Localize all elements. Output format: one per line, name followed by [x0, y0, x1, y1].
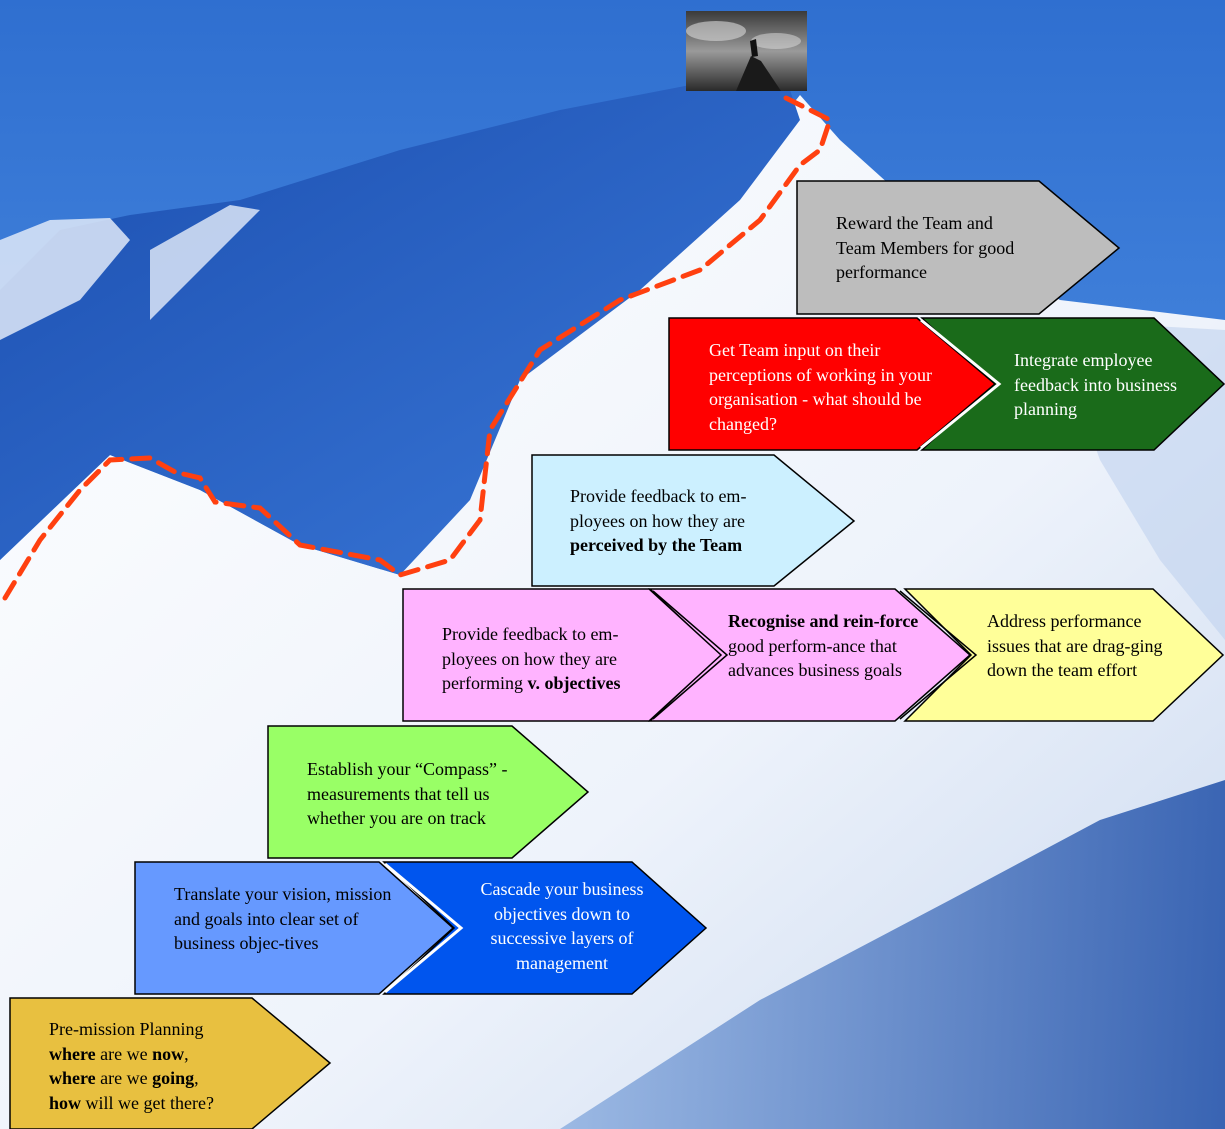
premission-line-1: where are we now,: [49, 1043, 189, 1064]
step-compass-arrow: Establish your “Compass” - measurements …: [267, 725, 592, 860]
step-cascade-arrow: Cascade your business objectives down to…: [382, 861, 710, 996]
perceived-text: Provide feedback to em-ployees on how th…: [570, 486, 747, 531]
step-objectives-label: Provide feedback to em-ployees on how th…: [442, 622, 662, 696]
objectives-text: Provide feedback to em-ployees on how th…: [442, 624, 619, 693]
step-integrate-label: Integrate employee feedback into busines…: [1014, 350, 1177, 419]
step-objectives-arrow: Provide feedback to em-ployees on how th…: [402, 588, 733, 723]
step-integrate-arrow: Integrate employee feedback into busines…: [920, 317, 1225, 452]
step-compass-label: Establish your “Compass” - measurements …: [307, 759, 508, 828]
step-recognise-arrow: Recognise and rein-force good perform-an…: [648, 588, 980, 723]
step-perceived-label: Provide feedback to em-ployees on how th…: [570, 484, 790, 558]
step-reward-label: Reward the Team and Team Members for goo…: [836, 213, 1015, 282]
perceived-bold: perceived by the Team: [570, 535, 743, 555]
step-address-arrow: Address performance issues that are drag…: [903, 588, 1225, 723]
recognise-bold: Recognise and rein-force: [728, 611, 919, 631]
recognise-text: good perform-ance that advances business…: [728, 635, 902, 681]
step-recognise-label: Recognise and rein-force good perform-an…: [728, 609, 928, 683]
premission-line-3: how will we get there?: [49, 1092, 214, 1113]
premission-title: Pre-mission Planning: [49, 1019, 204, 1039]
ridge-highlight: [150, 205, 260, 320]
lower-shadow: [560, 780, 1225, 1129]
summit-photo: [686, 11, 807, 91]
step-reward-arrow: Reward the Team and Team Members for goo…: [796, 180, 1121, 316]
step-perceived-arrow: Provide feedback to em-ployees on how th…: [531, 454, 856, 588]
step-team-input-label: Get Team input on their perceptions of w…: [709, 340, 932, 434]
step-translate-label: Translate your vision, mission and goals…: [174, 884, 392, 953]
step-premission-arrow: Pre-mission Planning where are we now, w…: [9, 997, 334, 1129]
summit-climber-image: [686, 11, 807, 91]
step-address-label: Address performance issues that are drag…: [987, 611, 1163, 680]
step-cascade-label: Cascade your business objectives down to…: [480, 879, 644, 973]
left-ridge-snow: [0, 218, 130, 340]
step-premission-label: Pre-mission Planning where are we now, w…: [49, 1017, 309, 1115]
step-translate-arrow: Translate your vision, mission and goals…: [134, 861, 465, 996]
objectives-bold: v. objectives: [527, 673, 621, 693]
shadow-face: [0, 85, 800, 575]
step-team-input-arrow: Get Team input on their perceptions of w…: [668, 317, 1002, 452]
climbing-route: [2, 92, 834, 601]
premission-line-2: where are we going,: [49, 1068, 199, 1088]
